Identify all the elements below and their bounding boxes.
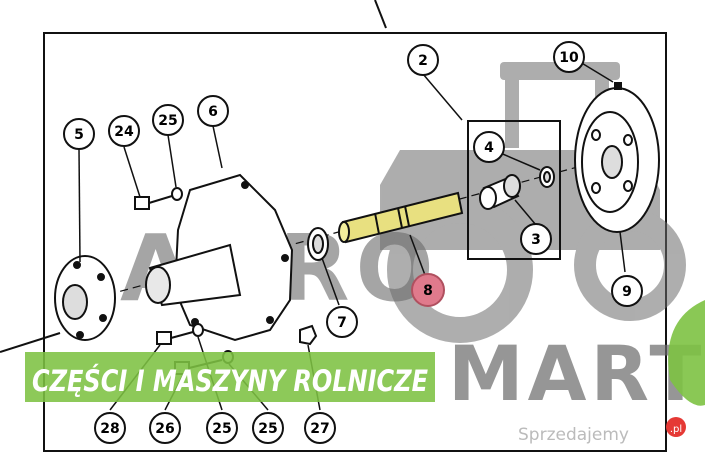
- part-28-bolt: [156, 331, 194, 345]
- part-6-housing: [145, 173, 294, 342]
- callout-9: 9: [611, 275, 643, 307]
- callout-25-lower-b: 25: [252, 412, 284, 444]
- svg-text:28: 28: [100, 421, 119, 437]
- watermark-site-name: Sprzedajemy: [518, 425, 629, 445]
- svg-text:24: 24: [114, 124, 134, 140]
- part-8-shaft: [338, 191, 464, 244]
- svg-text:2: 2: [418, 53, 428, 69]
- part-25-washer-upper: [171, 187, 183, 201]
- callout-27: 27: [304, 412, 336, 444]
- svg-text:8: 8: [423, 283, 433, 299]
- callout-2: 2: [407, 44, 439, 76]
- leader-left: [0, 332, 61, 353]
- watermark-brand-bottom: MART: [448, 329, 705, 418]
- part-10-fitting: [614, 82, 622, 90]
- callout-25-lower-a: 25: [206, 412, 238, 444]
- svg-text:26: 26: [155, 421, 174, 437]
- part-27-nut: [299, 324, 318, 346]
- svg-text:25: 25: [158, 113, 177, 129]
- part-24-bolt: [134, 195, 173, 210]
- svg-text:9: 9: [622, 284, 632, 300]
- watermark-tagline: CZĘŚCI I MASZYNY ROLNICZE: [32, 364, 428, 398]
- svg-text:25: 25: [212, 421, 231, 437]
- svg-text:27: 27: [310, 421, 329, 437]
- leader-top: [374, 0, 387, 29]
- callout-26: 26: [149, 412, 181, 444]
- svg-text:7: 7: [337, 315, 347, 331]
- watermark-site: Sprzedajemy .pl: [518, 417, 686, 445]
- part-2-group-box: [467, 120, 561, 260]
- svg-text:10: 10: [559, 50, 579, 66]
- callout-24: 24: [108, 115, 140, 147]
- part-9-pulley: [574, 87, 660, 233]
- callout-6: 6: [197, 95, 229, 127]
- svg-text:3: 3: [531, 232, 541, 248]
- callout-8: 8: [411, 273, 445, 307]
- part-5-flange: [54, 255, 116, 341]
- callout-10: 10: [553, 41, 585, 73]
- callouts: 2 3 4 5 6 7 8 9 10 24 25 26 25 25 27 28: [63, 41, 643, 444]
- watermark-site-suffix: .pl: [670, 424, 682, 435]
- callout-25-upper: 25: [152, 104, 184, 136]
- svg-text:5: 5: [74, 127, 84, 143]
- part-3-bearing: [479, 174, 521, 210]
- part-25-washer-lower-a: [192, 323, 204, 337]
- callout-28: 28: [94, 412, 126, 444]
- part-4-bushing: [539, 166, 555, 188]
- callout-7: 7: [326, 306, 358, 338]
- part-7-seal-ring: [307, 227, 329, 261]
- watermark-tagline-banner: CZĘŚCI I MASZYNY ROLNICZE: [25, 352, 435, 402]
- callout-4: 4: [473, 131, 505, 163]
- callout-5: 5: [63, 118, 95, 150]
- svg-text:25: 25: [258, 421, 277, 437]
- callout-3: 3: [520, 223, 552, 255]
- svg-text:4: 4: [484, 140, 494, 156]
- svg-text:6: 6: [208, 104, 218, 120]
- watermark-leaf: [668, 300, 705, 406]
